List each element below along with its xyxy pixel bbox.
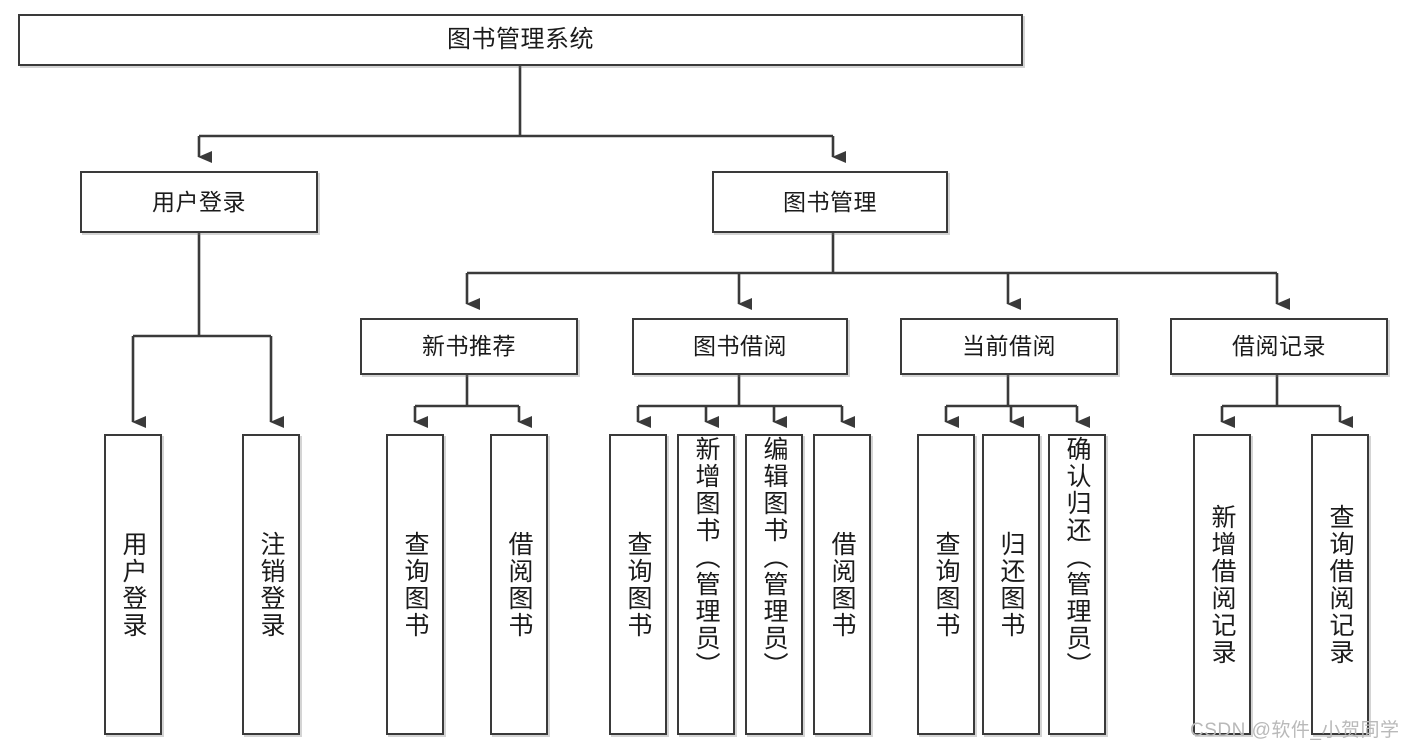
csdn-watermark: CSDN @软件_小贺同学 — [1190, 720, 1400, 741]
node-label: 查询借阅记录 — [1326, 503, 1354, 666]
node-new-book-recommend[interactable]: 新书推荐 — [360, 318, 578, 375]
node-current-borrow[interactable]: 当前借阅 — [900, 318, 1118, 375]
leaf-new-book-borrow[interactable]: 借阅图书 — [490, 434, 548, 735]
node-label: 新书推荐 — [422, 333, 516, 360]
node-book-management[interactable]: 图书管理 — [712, 171, 948, 233]
node-label: 图书管理系统 — [447, 26, 594, 54]
node-label: 借阅记录 — [1232, 333, 1326, 360]
leaf-book-borrow-add[interactable]: 新增图书（管理员） — [677, 434, 735, 735]
node-label: 当前借阅 — [962, 333, 1056, 360]
node-label: 新增借阅记录 — [1208, 503, 1236, 666]
node-user-login[interactable]: 用户登录 — [80, 171, 318, 233]
leaf-borrow-records-query[interactable]: 查询借阅记录 — [1311, 434, 1369, 735]
leaf-current-borrow-query[interactable]: 查询图书 — [917, 434, 975, 735]
node-label: 查询图书 — [932, 530, 960, 639]
leaf-current-borrow-return[interactable]: 归还图书 — [982, 434, 1040, 735]
node-label: 编辑图书（管理员） — [760, 436, 788, 679]
node-label: 图书借阅 — [693, 333, 787, 360]
node-label: 用户登录 — [119, 530, 147, 639]
leaf-book-borrow-query[interactable]: 查询图书 — [609, 434, 667, 735]
leaf-current-borrow-confirm-return[interactable]: 确认归还（管理员） — [1048, 434, 1106, 735]
node-book-borrow[interactable]: 图书借阅 — [632, 318, 848, 375]
node-label: 借阅图书 — [828, 530, 856, 639]
node-borrow-records[interactable]: 借阅记录 — [1170, 318, 1388, 375]
leaf-book-borrow-edit[interactable]: 编辑图书（管理员） — [745, 434, 803, 735]
leaf-user-login-signin[interactable]: 用户登录 — [104, 434, 162, 735]
node-label: 注销登录 — [257, 530, 285, 639]
node-label: 用户登录 — [152, 188, 246, 215]
node-root-system[interactable]: 图书管理系统 — [18, 14, 1023, 66]
node-label: 确认归还（管理员） — [1063, 436, 1091, 679]
leaf-borrow-records-add[interactable]: 新增借阅记录 — [1193, 434, 1251, 735]
node-label: 图书管理 — [783, 188, 877, 215]
node-label: 新增图书（管理员） — [692, 436, 720, 679]
node-label: 借阅图书 — [505, 530, 533, 639]
node-label: 查询图书 — [624, 530, 652, 639]
node-label: 归还图书 — [997, 530, 1025, 639]
leaf-user-login-signout[interactable]: 注销登录 — [242, 434, 300, 735]
leaf-new-book-query[interactable]: 查询图书 — [386, 434, 444, 735]
node-label: 查询图书 — [401, 530, 429, 639]
leaf-book-borrow-lend[interactable]: 借阅图书 — [813, 434, 871, 735]
